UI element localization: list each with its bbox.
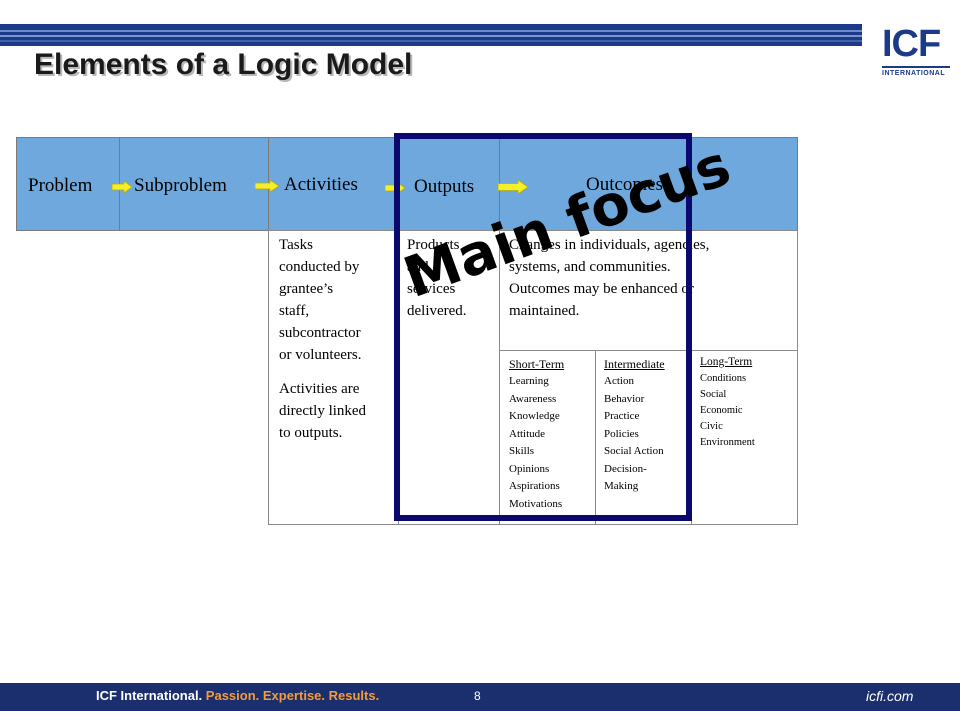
list-item: Aspirations <box>509 480 560 492</box>
list-item: Civic <box>700 421 723 432</box>
text-line: Outcomes may be enhanced or <box>509 281 694 297</box>
text-line: directly linked <box>279 403 367 419</box>
text-line: Tasks <box>279 237 313 253</box>
list-item: Awareness <box>509 392 557 405</box>
outputs-label: Outputs <box>414 176 475 197</box>
intermediate-cell <box>595 350 692 525</box>
text-line: and <box>407 259 429 275</box>
text-line: subcontractor <box>279 325 361 341</box>
short-term-list: Short-Term Learning Awareness Knowledge … <box>509 355 594 513</box>
outputs-description: Products and services delivered. <box>407 234 497 322</box>
list-item: Practice <box>604 410 640 422</box>
text-line: delivered. <box>407 303 467 319</box>
list-item: Conditions <box>700 373 747 384</box>
activities-label: Activities <box>284 174 358 195</box>
list-item: Economic <box>700 405 743 416</box>
slide-title: Elements of a Logic Model <box>34 48 413 81</box>
text-line: conducted by <box>279 259 360 275</box>
text-line: Products <box>407 237 460 253</box>
activities-description: Tasks conducted by grantee’s staff, subc… <box>279 234 397 444</box>
outputs-cell <box>398 230 500 525</box>
list-item: Attitude <box>509 427 546 440</box>
page-number: 8 <box>474 689 481 703</box>
short-term-heading: Short-Term <box>509 357 565 371</box>
list-item: Policies <box>604 427 639 440</box>
arrow-right-icon <box>254 179 280 193</box>
problem-label: Problem <box>28 175 93 196</box>
arrow-right-icon <box>111 180 133 194</box>
footer-url[interactable]: icfi.com <box>866 688 914 704</box>
text-line: Activities are <box>279 381 360 397</box>
long-term-heading: Long-Term <box>700 356 753 368</box>
list-item: Social <box>700 389 727 400</box>
list-item: Action <box>604 375 634 387</box>
text-line: Changes in individuals, agencies, <box>509 237 710 253</box>
intermediate-list: Intermediate Action Behavior Practice Po… <box>604 355 690 496</box>
text-line: to outputs. <box>279 425 343 441</box>
logo-subtext: INTERNATIONAL <box>882 70 946 77</box>
text-line: staff, <box>279 303 310 319</box>
logo-rule <box>882 66 950 68</box>
list-item: Learning <box>509 375 549 387</box>
subproblem-label: Subproblem <box>134 175 227 196</box>
activities-cell <box>268 230 399 525</box>
list-item: Decision- <box>604 462 647 475</box>
list-item: Environment <box>700 437 755 448</box>
text-line: systems, and communities. <box>509 259 671 275</box>
footer-bar <box>0 683 960 711</box>
problem-header-box <box>16 137 120 231</box>
list-item: Making <box>604 480 639 492</box>
text-line: or volunteers. <box>279 347 362 363</box>
list-item: Social Action <box>604 445 664 457</box>
long-term-cell <box>691 350 798 525</box>
footer-slogan: Passion. Expertise. Results. <box>205 688 380 703</box>
outcomes-description: Changes in individuals, agencies, system… <box>509 234 795 322</box>
header-stripes <box>0 24 862 46</box>
footer-tagline: ICF International. Passion. Expertise. R… <box>96 688 379 703</box>
logo-text: ICF <box>882 23 941 65</box>
text-line: maintained. <box>509 303 580 319</box>
list-item: Opinions <box>509 462 550 475</box>
subproblem-header-box <box>119 137 269 231</box>
text-line: grantee’s <box>279 281 334 297</box>
list-item: Behavior <box>604 392 645 405</box>
list-item: Skills <box>509 445 535 457</box>
intermediate-heading: Intermediate <box>604 357 665 371</box>
icf-logo: ICF INTERNATIONAL <box>882 24 952 80</box>
arrow-right-icon <box>497 179 529 195</box>
outcomes-label: Outcomes <box>586 174 664 195</box>
list-item: Knowledge <box>509 410 560 422</box>
activities-header-box <box>268 137 399 231</box>
list-item: Motivations <box>509 497 563 510</box>
main-focus-highlight <box>394 133 692 521</box>
long-term-list: Long-Term Conditions Social Economic Civ… <box>700 353 796 451</box>
text-line: services <box>407 281 456 297</box>
short-term-cell <box>499 350 596 525</box>
spacer <box>279 366 397 378</box>
footer-company: ICF International. <box>96 688 203 703</box>
